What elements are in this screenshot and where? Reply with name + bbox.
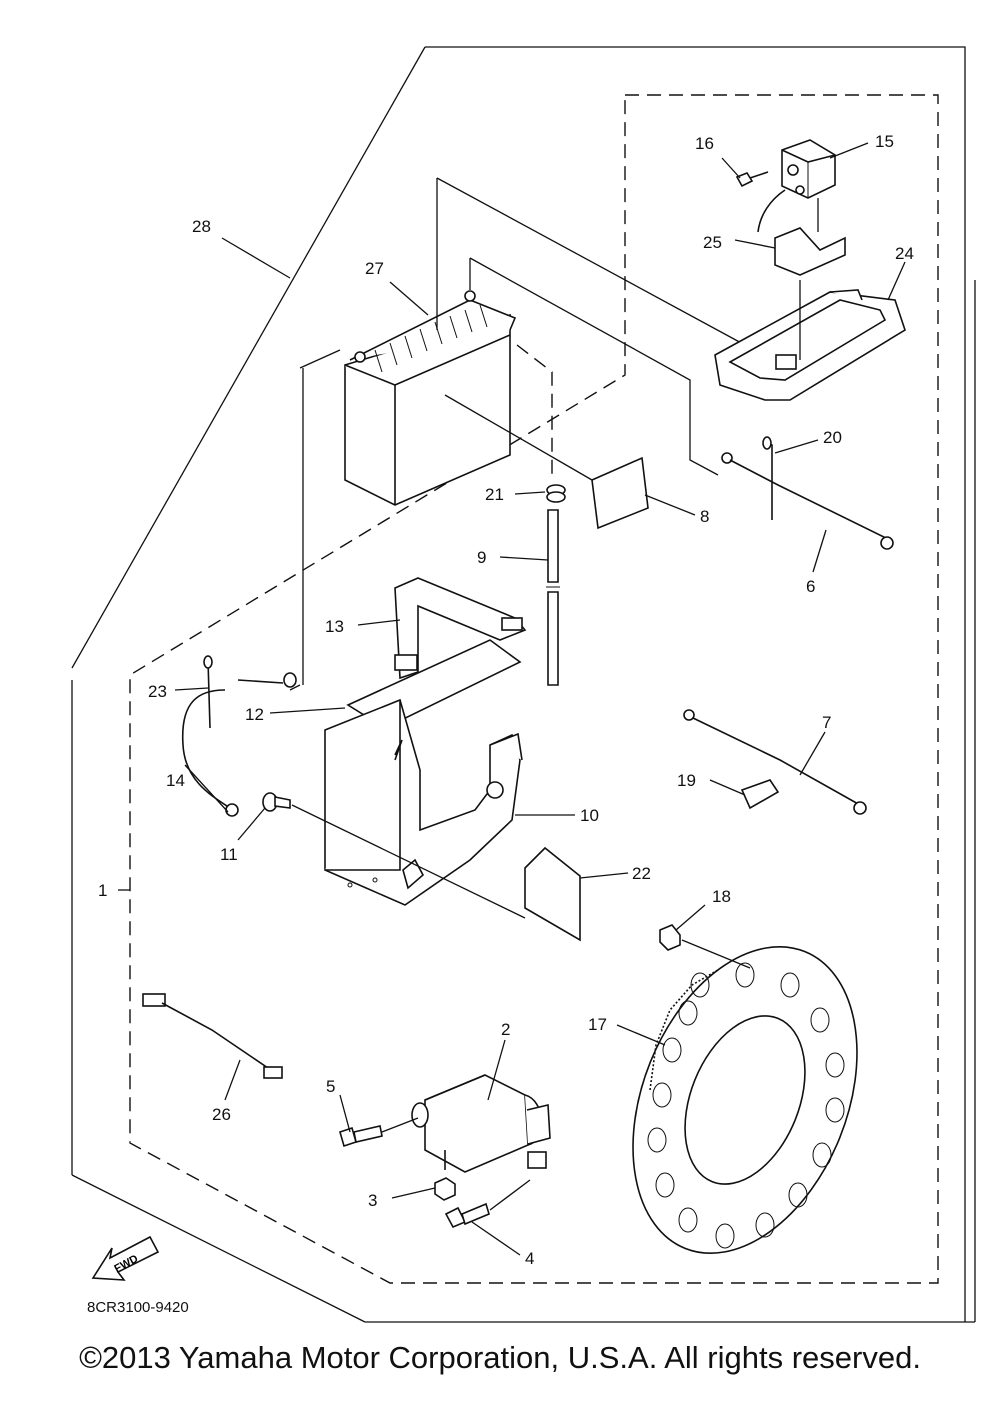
callout-leaders — [118, 142, 906, 1256]
battery-case — [324, 698, 523, 906]
callout-12: 12 — [245, 705, 264, 724]
callout-labels: 1 2 3 4 5 6 7 8 9 10 11 12 13 14 15 16 1… — [98, 132, 914, 1268]
callout-23: 23 — [148, 682, 167, 701]
battery-positive-lead — [181, 672, 297, 817]
battery-negative-lead — [721, 452, 894, 550]
battery-seal-pad — [591, 456, 649, 530]
cable-band — [762, 436, 773, 520]
case-plate — [524, 846, 581, 942]
callout-28: 28 — [192, 217, 211, 236]
kit-dashed-boundary — [129, 94, 939, 1284]
callout-3: 3 — [368, 1191, 377, 1210]
callout-2: 2 — [501, 1020, 510, 1039]
callout-1: 1 — [98, 881, 107, 900]
callout-27: 27 — [365, 259, 384, 278]
sub-harness-lead — [142, 993, 283, 1079]
battery-leader-lines — [289, 177, 746, 691]
relay-bolt — [735, 171, 769, 188]
lead-clamp — [740, 779, 780, 810]
callout-5: 5 — [326, 1077, 335, 1096]
callout-6: 6 — [806, 577, 815, 596]
callout-15: 15 — [875, 132, 894, 151]
callout-13: 13 — [325, 617, 344, 636]
callout-24: 24 — [895, 244, 914, 263]
forward-direction-arrow: FWD — [91, 1235, 160, 1281]
starter-lead — [683, 709, 867, 815]
rotor-disc — [632, 946, 858, 1254]
battery — [344, 290, 517, 506]
callout-7: 7 — [822, 713, 831, 732]
callout-18: 18 — [712, 887, 731, 906]
callout-11: 11 — [220, 845, 238, 864]
callout-14: 14 — [166, 771, 185, 790]
callout-4: 4 — [525, 1249, 534, 1268]
callout-8: 8 — [700, 507, 709, 526]
callout-25: 25 — [703, 233, 722, 252]
breather-hose — [546, 509, 560, 686]
positive-cable-band — [203, 655, 213, 729]
battery-band — [394, 577, 527, 680]
outer-assembly-frame — [71, 46, 976, 1323]
hose-clamp — [546, 484, 566, 503]
callout-19: 19 — [677, 771, 696, 790]
callout-17: 17 — [588, 1015, 607, 1034]
starter-bolt-lower — [444, 1179, 531, 1229]
callout-22: 22 — [632, 864, 651, 883]
starter-nut — [434, 1177, 456, 1201]
callout-9: 9 — [477, 548, 486, 567]
callout-21: 21 — [485, 485, 504, 504]
callout-26: 26 — [212, 1105, 231, 1124]
copyright-notice: ©2013 Yamaha Motor Corporation, U.S.A. A… — [79, 1340, 921, 1375]
callout-16: 16 — [695, 134, 714, 153]
callout-20: 20 — [823, 428, 842, 447]
callout-10: 10 — [580, 806, 599, 825]
starter-motor — [411, 1074, 551, 1173]
starter-bolt-upper — [339, 1117, 419, 1148]
starter-relay — [757, 139, 836, 233]
case-bolt — [262, 792, 526, 919]
rotor-bolt — [659, 924, 751, 969]
fuse-box-cover — [714, 289, 906, 401]
diagram-part-code: 8CR3100-9420 — [87, 1299, 189, 1316]
relay-bracket — [774, 227, 846, 360]
